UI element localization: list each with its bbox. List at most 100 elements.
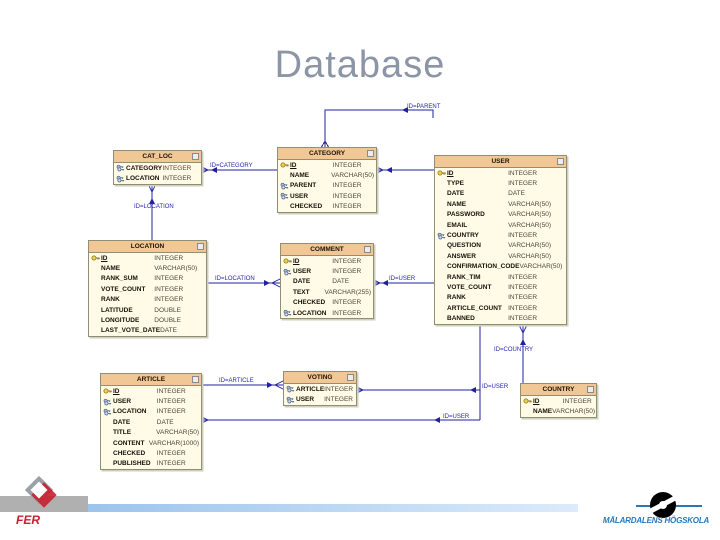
- column-name: RANK: [447, 294, 466, 302]
- primary-key-icon: [280, 161, 290, 169]
- foreign-key-icon: [116, 175, 126, 183]
- column-type: INTEGER: [508, 169, 538, 177]
- minimize-icon: [347, 374, 354, 381]
- column-type: DOUBLE: [154, 317, 182, 325]
- no-icon: [91, 275, 101, 283]
- column-name: ID: [113, 387, 120, 395]
- column-name: LOCATION: [126, 175, 160, 183]
- table-header: ARTICLE: [101, 374, 201, 386]
- relationship-label: ID=USER: [443, 414, 470, 420]
- minimize-icon: [557, 158, 564, 165]
- footer-blue-bar: [88, 504, 578, 512]
- column-type: INTEGER: [508, 315, 538, 323]
- relationship-label: ID=USER: [482, 384, 509, 390]
- fer-logo-text: FER: [16, 513, 40, 527]
- slide-title: Database: [274, 44, 446, 86]
- column-type: VARCHAR(50): [331, 172, 374, 180]
- column-type: DOUBLE: [154, 306, 182, 314]
- no-icon: [283, 299, 293, 307]
- no-icon: [437, 180, 447, 188]
- column-name: CATEGORY: [126, 164, 163, 172]
- column-name: TITLE: [113, 429, 132, 437]
- no-icon: [103, 450, 113, 458]
- no-icon: [437, 273, 447, 281]
- minimize-icon: [364, 246, 371, 253]
- relationship-label: ID=USER: [389, 276, 416, 282]
- primary-key-icon: [283, 257, 293, 265]
- column-type: VARCHAR(50): [519, 263, 563, 271]
- no-icon: [437, 252, 447, 260]
- column-name: ID: [533, 397, 540, 405]
- column-name: VOTE_COUNT: [447, 283, 492, 291]
- column-type: INTEGER: [154, 275, 184, 283]
- no-icon: [280, 203, 290, 211]
- column-type: INTEGER: [332, 192, 362, 200]
- foreign-key-icon: [437, 232, 447, 240]
- column-name: NAME: [447, 200, 467, 208]
- column-type: INTEGER: [156, 387, 186, 395]
- relationship-label: ID=CATEGORY: [210, 163, 253, 169]
- column-name: LOCATION: [113, 408, 147, 416]
- no-icon: [91, 265, 101, 273]
- column-type: INTEGER: [508, 232, 538, 240]
- table-name: ARTICLE: [136, 376, 166, 383]
- no-icon: [523, 408, 533, 416]
- no-icon: [283, 288, 293, 296]
- column-name: CONFIRMATION_CODE: [447, 263, 520, 271]
- column-type: INTEGER: [332, 203, 362, 211]
- no-icon: [437, 211, 447, 219]
- no-icon: [437, 263, 447, 271]
- column-name: COUNTRY: [447, 232, 479, 240]
- column-type: INTEGER: [154, 285, 184, 293]
- column-name: LAST_VOTE_DATE: [101, 327, 161, 335]
- table-name: COMMENT: [310, 246, 344, 253]
- column-name: USER: [290, 192, 309, 200]
- column-type: VARCHAR(50): [508, 252, 551, 260]
- column-name: ARTICLE: [296, 385, 325, 393]
- no-icon: [437, 315, 447, 323]
- foreign-key-icon: [283, 309, 293, 317]
- relationship-label: ID=LOCATION: [215, 276, 255, 282]
- column-name: TYPE: [447, 180, 464, 188]
- table-name: VOTING: [307, 374, 333, 381]
- fer-emblem-icon: [24, 475, 58, 511]
- column-type: DATE: [160, 327, 177, 335]
- column-type: INTEGER: [156, 408, 186, 416]
- relationship-label: ID=PARENT: [407, 104, 441, 110]
- column-name: NAME: [101, 265, 121, 273]
- foreign-key-icon: [116, 164, 126, 172]
- column-type: INTEGER: [324, 385, 354, 393]
- foreign-key-icon: [103, 398, 113, 406]
- table-header: COUNTRY: [521, 384, 596, 396]
- column-name: VOTE_COUNT: [101, 285, 146, 293]
- minimize-icon: [587, 386, 594, 393]
- table-header: CATEGORY: [278, 148, 376, 160]
- column-name: ID: [101, 254, 108, 262]
